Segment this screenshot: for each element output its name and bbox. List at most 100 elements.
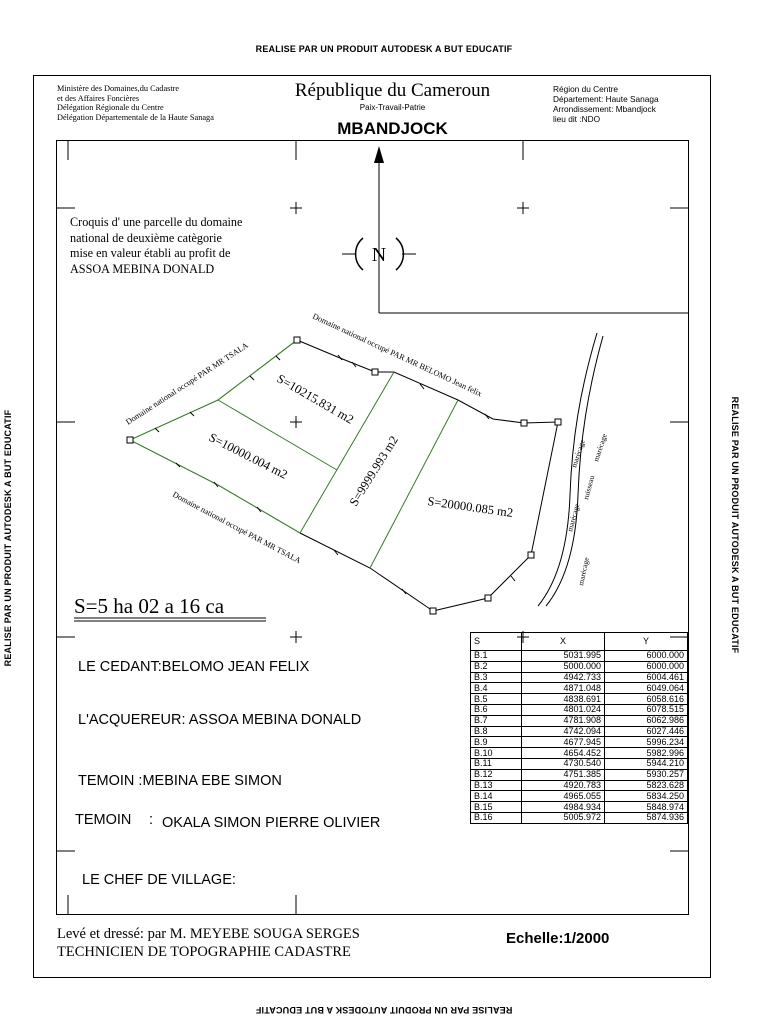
- x-value: 4654.452: [521, 747, 605, 759]
- compass-icon: [342, 237, 416, 271]
- marecage-label: marécage: [569, 438, 587, 469]
- croquis-description: Croquis d' une parcelle du domaine natio…: [70, 215, 242, 277]
- north-arrow-head: [374, 146, 384, 163]
- point-id: B.1: [470, 650, 522, 662]
- y-value: 5848.974: [604, 801, 688, 813]
- point-id: B.6: [470, 703, 522, 716]
- neighbor-label-ne: Domaine national occupé PAR MR BELOMO Je…: [311, 312, 483, 399]
- point-id: B.13: [470, 779, 522, 792]
- y-value: 5982.996: [604, 747, 688, 759]
- motto: Paix-Travail-Patrie: [359, 103, 426, 112]
- point-id: B.3: [470, 671, 522, 684]
- watermark-top: REALISE PAR UN PRODUIT AUTODESK A BUT ED…: [255, 44, 513, 54]
- point-id: B.10: [470, 747, 522, 759]
- ministry-line: Délégation Régionale du Centre: [57, 103, 164, 113]
- ministry-line: Délégation Départementale de la Haute Sa…: [57, 112, 214, 122]
- region-line: Région du Centre: [553, 84, 619, 94]
- cedant-label: LE CEDANT:BELOMO JEAN FELIX: [78, 659, 310, 675]
- croquis-line: national de deuxième catègorie: [70, 230, 222, 245]
- neighbor-label-sw: Domaine national occupé PAR MR TSALA: [171, 490, 302, 566]
- point-id: B.14: [470, 790, 522, 803]
- x-value: 4838.691: [521, 693, 605, 705]
- stream: [537, 332, 604, 607]
- point-id: B.12: [470, 768, 522, 781]
- y-value: 6027.446: [604, 725, 688, 738]
- marecage-label: marécage: [565, 502, 581, 533]
- outer-frame: [33, 75, 711, 978]
- x-value: 4984.934: [521, 801, 605, 813]
- area-label-1: S=10215.831 m2: [275, 371, 357, 426]
- total-area: S=5 ha 02 a 16 ca: [74, 594, 225, 618]
- region-line: Département: Haute Sanaga: [553, 94, 659, 104]
- x-value: 4730.540: [521, 757, 605, 770]
- acquereur-label: L'ACQUEREUR: ASSOA MEBINA DONALD: [78, 712, 362, 728]
- surveyor-line: Levé et dressé: par M. MEYEBE SOUGA SERG…: [57, 926, 360, 942]
- parcel-divisions: [217, 371, 459, 569]
- header-x: X: [521, 632, 605, 651]
- x-value: 4751.385: [521, 768, 605, 781]
- x-value: 4965.055: [521, 790, 605, 803]
- x-value: 4871.048: [521, 682, 605, 695]
- y-value: 6000.000: [604, 650, 688, 662]
- y-value: 5834.250: [604, 790, 688, 803]
- temoin2-label: TEMOIN: [75, 812, 132, 828]
- ministry-block: Ministère des Domaines,du Cadastre et de…: [57, 84, 214, 122]
- header-y: Y: [604, 632, 688, 651]
- region-block: Région du Centre Département: Haute Sana…: [553, 84, 659, 124]
- x-value: 4942.733: [521, 671, 605, 684]
- grid-crosses: [290, 202, 529, 643]
- y-value: 5944.210: [604, 757, 688, 770]
- y-value: 5874.936: [604, 811, 688, 824]
- point-id: B.7: [470, 714, 522, 727]
- point-id: B.15: [470, 801, 522, 813]
- marecage-label: marécage: [576, 556, 591, 587]
- y-value: 5930.257: [604, 768, 688, 781]
- scale-label: Echelle:1/2000: [506, 930, 610, 947]
- x-value: 4677.945: [521, 736, 605, 749]
- x-value: 4742.094: [521, 725, 605, 738]
- marecage-label: marécage: [591, 432, 609, 463]
- y-value: 6062.986: [604, 714, 688, 727]
- surveyor-block: Levé et dressé: par M. MEYEBE SOUGA SERG…: [57, 925, 360, 961]
- boundary-markers: [126, 336, 562, 615]
- town-title: MBANDJOCK: [337, 119, 448, 138]
- ruisseau-label: ruisseau: [581, 474, 596, 500]
- boundary-ticks: [154, 354, 516, 595]
- y-value: 6049.064: [604, 682, 688, 695]
- surveyor-title: TECHNICIEN DE TOPOGRAPHIE CADASTRE: [57, 944, 351, 960]
- north-label: N: [372, 244, 386, 266]
- area-label-2: S=10000.004 m2: [207, 430, 290, 482]
- point-id: B.16: [470, 811, 522, 824]
- temoin2-separator: :: [149, 812, 154, 828]
- region-line: Arrondissement: Mbandjock: [553, 104, 656, 114]
- region-line: lieu dit :NDO: [553, 114, 601, 124]
- area-label-4: S=20000.085 m2: [427, 494, 514, 520]
- croquis-line: ASSOA MEBINA DONALD: [70, 261, 215, 276]
- x-value: 5000.000: [521, 660, 605, 673]
- ministry-line: Ministère des Domaines,du Cadastre: [57, 84, 180, 93]
- map-frame: [56, 140, 689, 915]
- header-s: S: [470, 632, 522, 651]
- y-value: 6000.000: [604, 660, 688, 673]
- point-id: B.11: [470, 757, 522, 770]
- croquis-line: mise en valeur établi au profit de: [70, 246, 231, 260]
- ministry-line: et des Affaires Foncières: [57, 93, 140, 103]
- area-label-3: S=9999.993 m2: [347, 433, 401, 508]
- x-value: 4801.024: [521, 703, 605, 716]
